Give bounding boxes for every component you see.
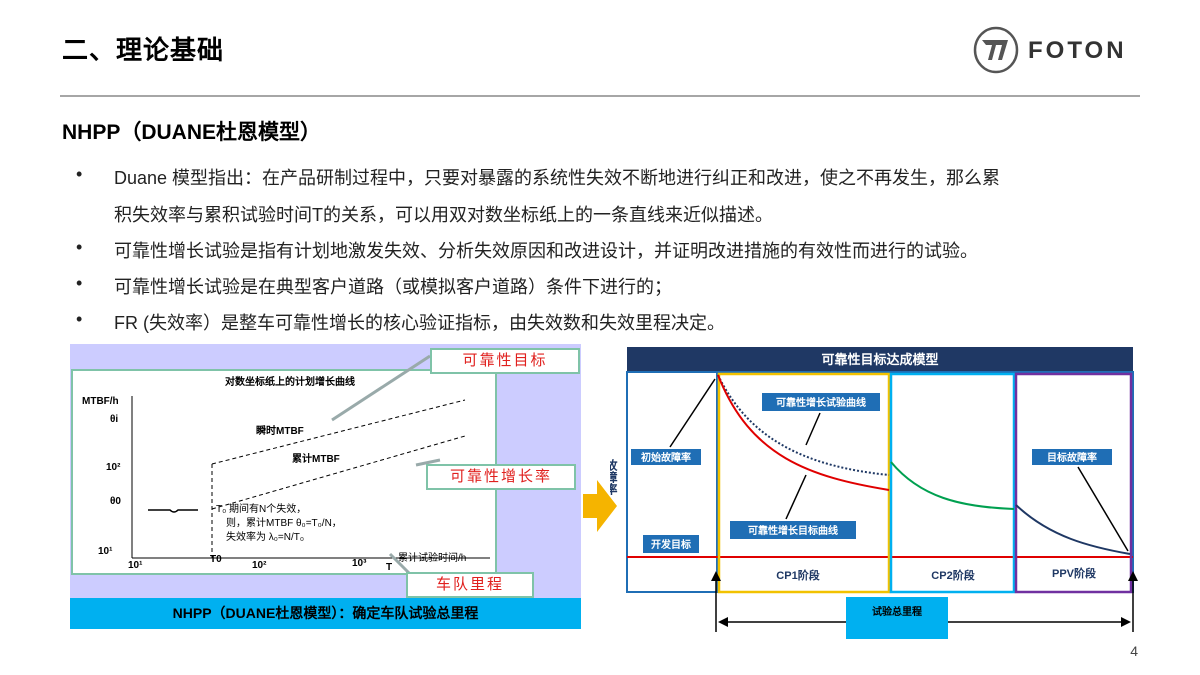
y-tick-label: 10²	[106, 462, 121, 473]
bullet-text: 可靠性增长试验是在典型客户道路（或模拟客户道路）条件下进行的；	[114, 277, 672, 297]
cumulative-mtbf-label: 累计MTBF	[292, 452, 340, 465]
y-axis-label: MTBF/h	[82, 396, 119, 407]
y-tick-label: θi	[110, 414, 118, 425]
x-tick-label: 10¹	[128, 560, 143, 571]
target-curve-label: 可靠性增长目标曲线	[748, 524, 838, 537]
annotation-line: 则，累计MTBF θ₀=T₀/N，	[226, 516, 342, 529]
foton-logo: FOTON	[972, 24, 1142, 76]
bullet-dot: •	[76, 273, 83, 293]
y-tick-label: 10¹	[98, 546, 113, 557]
page-number: 4	[1130, 643, 1138, 659]
bullet-text: Duane 模型指出：在产品研制过程中，只要对暴露的系统性失效不断地进行纠正和改…	[114, 168, 1001, 188]
bullet-text: 积失效率与累积试验时间T的关系，可以用双对数坐标纸上的一条直线来近似描述。	[114, 205, 773, 225]
plot-title: 对数坐标纸上的计划增长曲线	[225, 375, 355, 388]
y-tick-label: θ0	[110, 496, 121, 507]
callout-fleet-mileage: 车队里程	[406, 572, 534, 598]
page-title: 二、理论基础	[62, 35, 225, 65]
x-tick-label: 10²	[252, 560, 267, 571]
callout-reliability-target: 可靠性目标	[430, 348, 580, 374]
y-axis-label: 故障率	[610, 458, 618, 496]
arrow-right-icon	[583, 480, 619, 537]
test-curve-label: 可靠性增长试验曲线	[776, 396, 866, 409]
phase-label-cp1: CP1阶段	[776, 568, 819, 582]
x-tick-label: T0	[210, 554, 222, 565]
duane-model-figure: 对数坐标纸上的计划增长曲线 MTBF/h θi 10² θ0 10¹ 10¹ T…	[70, 344, 581, 629]
target-failure-rate-label: 目标故障率	[1047, 451, 1097, 464]
callout-reliability-growth: 可靠性增长率	[426, 464, 576, 490]
phase-label-ppv: PPV阶段	[1052, 566, 1096, 580]
dev-target-label: 开发目标	[651, 538, 691, 551]
model-title: 可靠性目标达成模型	[821, 352, 938, 367]
bullet-text: FR (失效率）是整车可靠性增长的核心验证指标，由失效数和失效里程决定。	[114, 313, 725, 333]
phase-label-cp2: CP2阶段	[931, 568, 974, 582]
reliability-target-model: 可靠性目标达成模型 故障率 初始故障率 开发目标 可靠性增长试验曲线 可靠性增长…	[604, 347, 1140, 647]
bullet-text: 可靠性增长试验是指有计划地激发失效、分析失效原因和改进设计，并证明改进措施的有效…	[114, 241, 978, 261]
annotation-line: 失效率为 λ₀=N/T₀	[226, 530, 304, 543]
annotation-line: T₀ 期间有N个失效，	[216, 502, 306, 515]
figure-caption: NHPP（DUANE杜恩模型）：确定车队试验总里程	[70, 598, 581, 629]
section-subtitle: NHPP（DUANE杜恩模型）	[62, 121, 322, 144]
x-tick-label: 10³	[352, 558, 367, 569]
x-axis-label: 累计试验时间/h	[398, 551, 466, 564]
instant-mtbf-label: 瞬时MTBF	[256, 424, 304, 437]
x-tick-label: T	[386, 562, 392, 573]
figure-caption-text: NHPP（DUANE杜恩模型）：确定车队试验总里程	[172, 605, 479, 621]
initial-failure-rate-label: 初始故障率	[641, 451, 691, 464]
bullet-dot: •	[76, 309, 83, 329]
header-divider	[60, 95, 1140, 97]
brand-name: FOTON	[1028, 37, 1127, 64]
bullet-dot: •	[76, 164, 83, 184]
total-mileage-label: 试验总里程	[872, 605, 922, 618]
bullet-dot: •	[76, 237, 83, 257]
